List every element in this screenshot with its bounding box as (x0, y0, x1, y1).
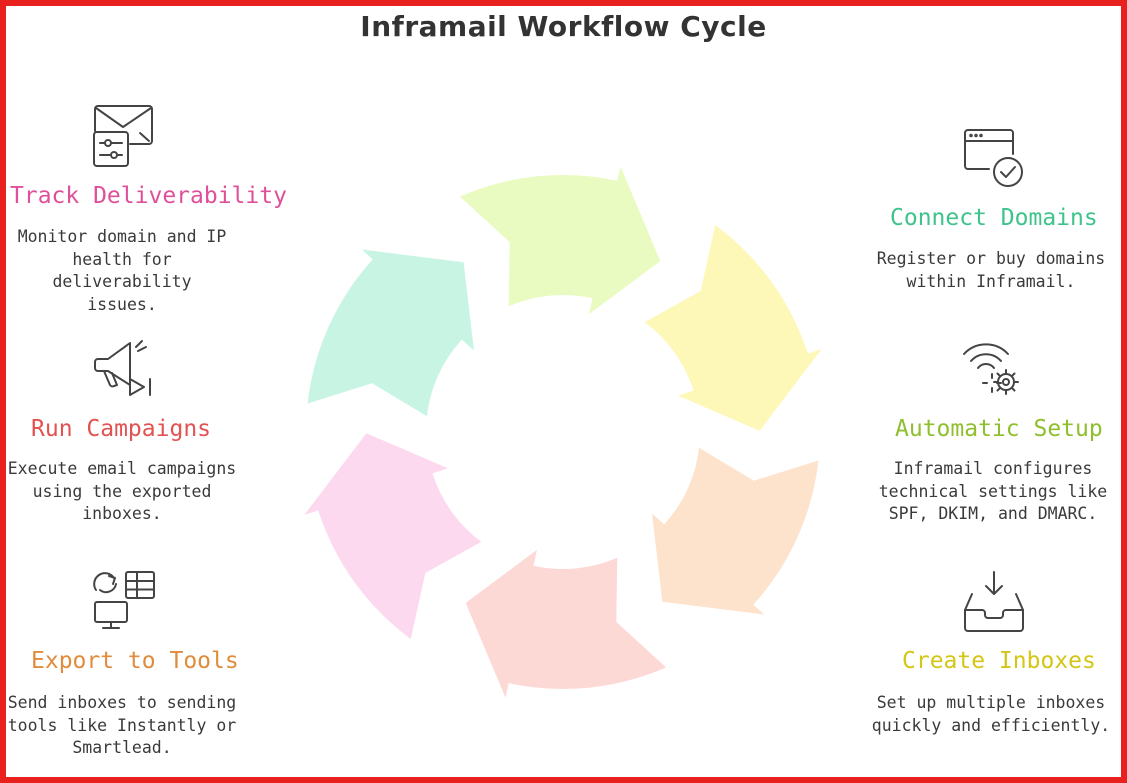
page-title: Inframail Workflow Cycle (360, 10, 767, 43)
arrow-run-campaigns (463, 545, 670, 705)
inbox-download-icon (962, 570, 1028, 634)
megaphone-play-icon (92, 337, 158, 403)
step-desc-run-campaigns: Execute email campaigns using the export… (7, 459, 237, 523)
step-desc-export-to-tools: Send inboxes to sending tools like Insta… (7, 693, 237, 757)
arrow-automatic-setup (456, 159, 663, 319)
step-title-automatic-setup: Automatic Setup (895, 416, 1103, 442)
step-desc-connect-domains: Register or buy domains within Inframail… (876, 249, 1106, 291)
browser-check-icon (962, 127, 1028, 189)
step-desc-automatic-setup: Inframail configures technical settings … (878, 459, 1108, 523)
export-table-monitor-icon (92, 570, 158, 634)
arrow-connect-domains (305, 246, 477, 420)
wifi-gear-icon (960, 338, 1028, 400)
step-desc-track-deliverability: Monitor domain and IP health for deliver… (17, 227, 227, 314)
step-title-track-deliverability: Track Deliverability (10, 183, 287, 209)
arrow-export-to-tools (649, 444, 821, 618)
step-title-connect-domains: Connect Domains (890, 205, 1098, 231)
step-desc-create-inboxes: Set up multiple inboxes quickly and effi… (871, 693, 1111, 735)
step-title-create-inboxes: Create Inboxes (902, 648, 1096, 674)
arrow-create-inboxes (641, 221, 828, 434)
step-title-run-campaigns: Run Campaigns (31, 416, 212, 442)
arrow-track-deliverability (298, 430, 485, 643)
step-title-export-to-tools: Export to Tools (31, 648, 239, 674)
mail-sliders-icon (92, 103, 158, 169)
